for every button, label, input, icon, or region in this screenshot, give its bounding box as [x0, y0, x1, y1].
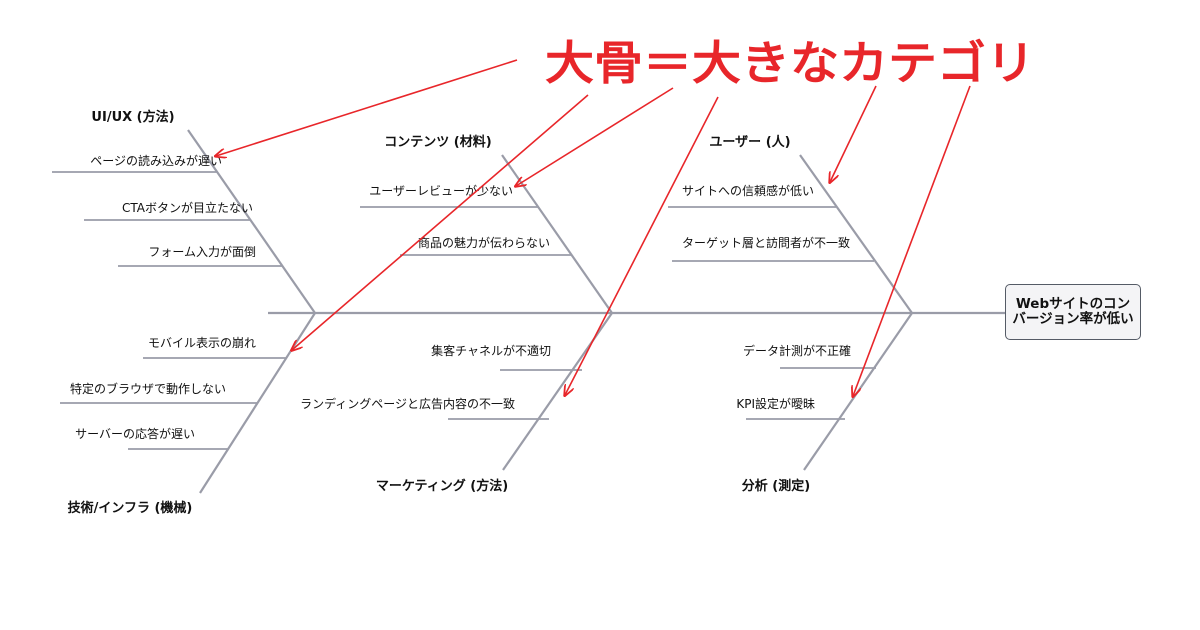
annotation-arrow	[565, 96, 719, 395]
cause-label: 集客チャネルが不適切	[431, 343, 551, 358]
cause-label: ユーザーレビューが少ない	[369, 183, 513, 198]
cause-label: サイトへの信頼感が低い	[682, 183, 814, 198]
annotation-arrow	[292, 94, 589, 350]
effect-label: Webサイトのコンバージョン率が低い	[1012, 296, 1134, 327]
cause-label: サーバーの応答が遅い	[75, 426, 195, 441]
category-label-marketing: マーケティング (方法)	[376, 478, 508, 494]
bone-user	[799, 154, 913, 314]
cause-label: フォーム入力が面倒	[148, 244, 256, 259]
annotation-arrow	[853, 85, 971, 396]
cause-label: 商品の魅力が伝わらない	[418, 235, 550, 250]
category-label-ui-ux: UI/UX (方法)	[91, 109, 174, 125]
annotation-arrow	[516, 87, 674, 186]
effect-box: Webサイトのコンバージョン率が低い	[1005, 284, 1141, 340]
cause-label: 特定のブラウザで動作しない	[70, 381, 226, 396]
annotation-title: 大骨＝大きなカテゴリ	[545, 36, 1035, 90]
bone-analysis	[803, 312, 913, 471]
category-label-tech: 技術/インフラ (機械)	[68, 500, 193, 516]
bone-content	[501, 154, 613, 314]
cause-label: データ計測が不正確	[743, 343, 851, 358]
cause-label: モバイル表示の崩れ	[148, 336, 256, 350]
cause-label: CTAボタンが目立たない	[122, 200, 253, 215]
annotation-arrow	[830, 85, 877, 182]
annotation-arrow	[216, 59, 518, 156]
cause-label: ページの読み込みが遅い	[90, 153, 222, 168]
cause-label: ターゲット層と訪問者が不一致	[682, 235, 850, 250]
category-label-user: ユーザー (人)	[709, 134, 790, 150]
bone-ui-ux	[187, 129, 316, 314]
category-label-analysis: 分析 (測定)	[742, 478, 810, 494]
category-label-content: コンテンツ (材料)	[384, 134, 491, 150]
cause-label: KPI設定が曖昧	[736, 396, 815, 411]
cause-label: ランディングページと広告内容の不一致	[300, 396, 515, 411]
